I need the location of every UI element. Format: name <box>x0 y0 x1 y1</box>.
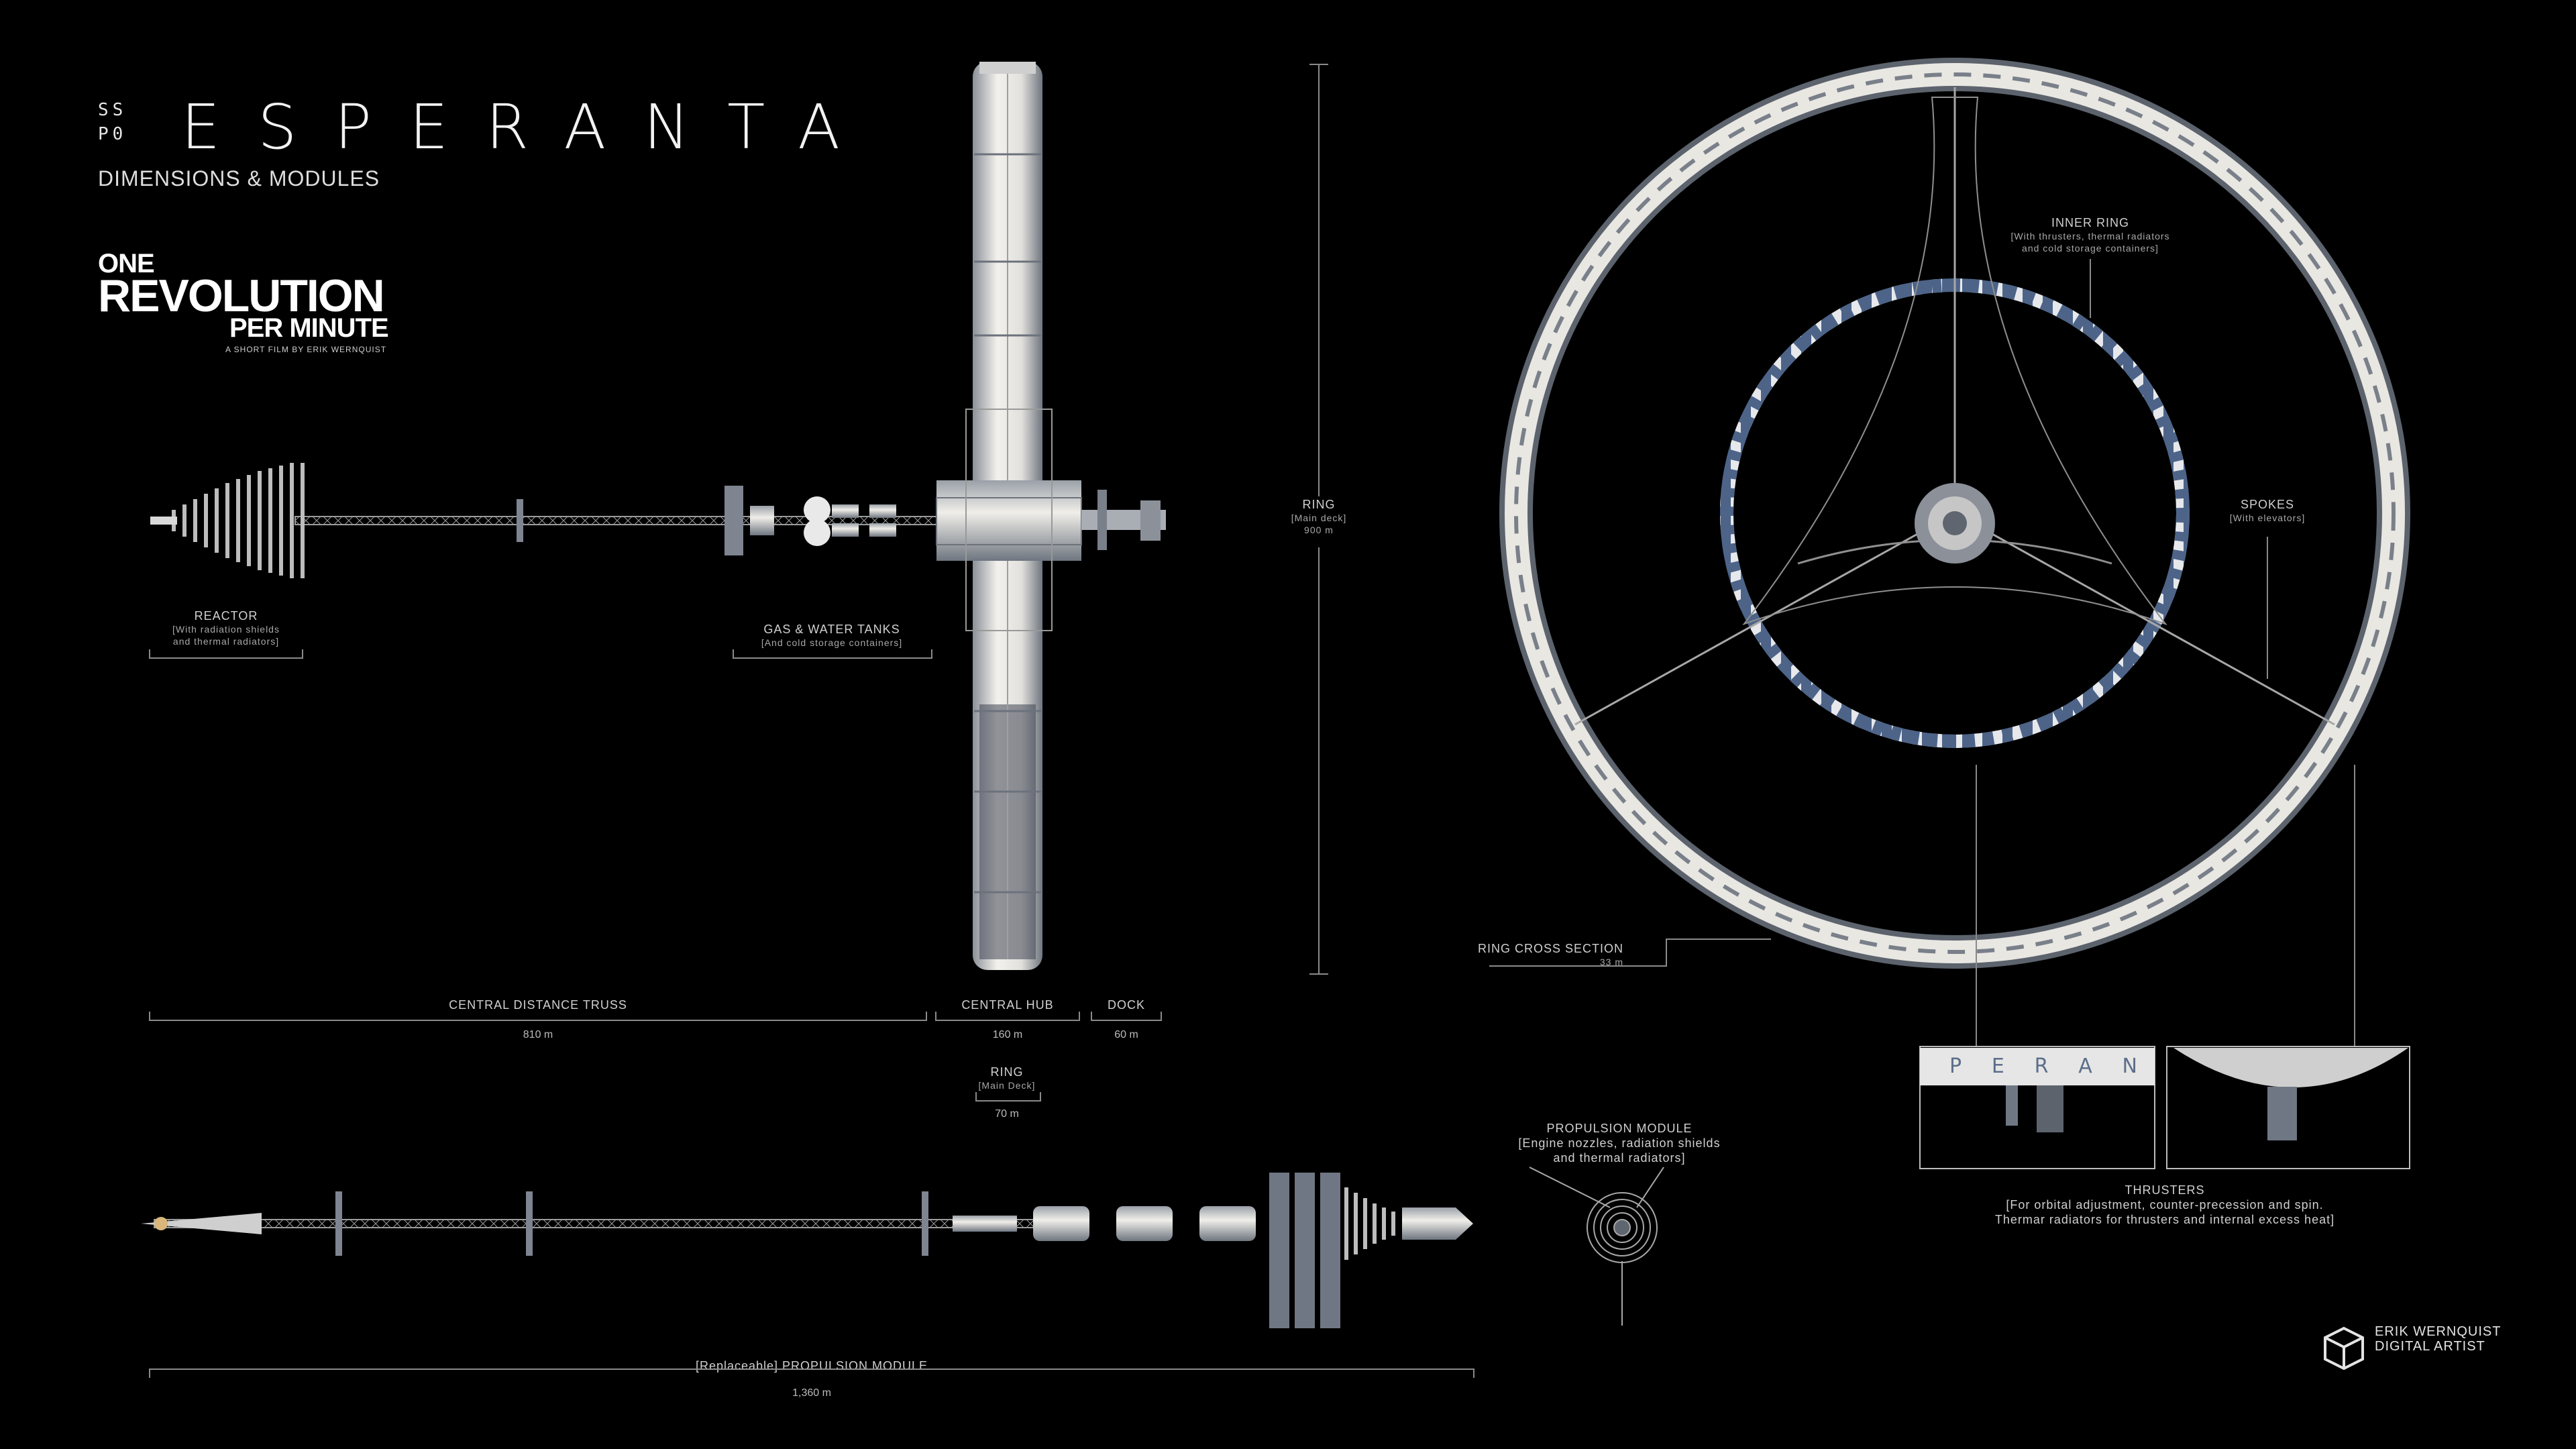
inner-ring-note-2: and cold storage containers] <box>2022 243 2159 254</box>
cross-section-label: RING CROSS SECTION 33 m <box>1449 942 1623 968</box>
film-logo-credit: A SHORT FILM BY ERIK WERNQUIST <box>225 345 387 354</box>
propulsion-side-view <box>141 1173 1473 1328</box>
ring-main-title: RING <box>1302 498 1336 511</box>
propulsion-bottom-value: 1,360 m <box>792 1387 831 1399</box>
brand-line1: ERIK WERNQUIST <box>2375 1324 2502 1339</box>
ring-deck-title: RING <box>990 1065 1024 1079</box>
ring-letter: A <box>2078 1055 2092 1078</box>
ring-main-label: RING [Main deck] 900 m <box>1279 498 1359 536</box>
ring-deck-bracket <box>975 1092 1041 1102</box>
gas-water-tanks <box>724 486 896 555</box>
spokes-note: [With elevators] <box>2229 513 2306 523</box>
dock <box>1081 490 1166 550</box>
propulsion-module-note-1: [Engine nozzles, radiation shields <box>1518 1136 1721 1150</box>
propulsion-bottom-bracket <box>149 1368 1474 1378</box>
propulsion-module-title: PROPULSION MODULE <box>1546 1122 1693 1135</box>
spokes-title: SPOKES <box>2240 498 2295 511</box>
thruster-detail-left <box>1919 1046 2155 1169</box>
ring-main-note: [Main deck] <box>1291 513 1347 523</box>
ring-deck-label: RING [Main Deck] <box>970 1065 1044 1091</box>
central-distance-truss <box>294 516 967 525</box>
propulsion-module-note-2: and thermal radiators] <box>1553 1151 1686 1165</box>
ring-letter: N <box>2122 1055 2137 1078</box>
ring-top-view <box>1499 58 2410 969</box>
propulsion-module-label: PROPULSION MODULE [Engine nozzles, radia… <box>1499 1122 1740 1165</box>
propulsion-rear-view <box>1529 1167 1664 1326</box>
hub-label: CENTRAL HUB <box>961 998 1054 1012</box>
page-subtitle: DIMENSIONS & MODULES <box>98 166 380 191</box>
tanks-bracket <box>733 649 932 659</box>
thrusters-note-2: Thermar radiators for thrusters and inte… <box>1994 1213 2335 1226</box>
film-logo-line2: REVOLUTION <box>98 270 385 321</box>
thrusters-label: THRUSTERS [For orbital adjustment, count… <box>1920 1183 2410 1227</box>
station-code: SSP0 <box>98 100 127 144</box>
ring-main-value: 900 m <box>1304 525 1334 535</box>
brand-cube-icon <box>2324 1326 2364 1371</box>
reactor <box>150 463 305 578</box>
ring-height-dimension <box>1309 64 1328 975</box>
reactor-note-2: and thermal radiators] <box>172 636 280 647</box>
cross-section-title: RING CROSS SECTION <box>1477 942 1623 955</box>
hub-value: 160 m <box>992 1029 1023 1040</box>
truss-bracket <box>149 1012 927 1021</box>
truss-value: 810 m <box>523 1029 553 1040</box>
truss-label: CENTRAL DISTANCE TRUSS <box>449 998 627 1012</box>
inner-ring-label: INNER RING [With thrusters, thermal radi… <box>1990 216 2191 254</box>
truss-radiator-1 <box>517 499 523 542</box>
dock-bracket <box>1091 1012 1162 1021</box>
ring-letter: E <box>1991 1055 2004 1078</box>
inner-ring-title: INNER RING <box>2051 216 2129 229</box>
film-logo: ONE REVOLUTION PER MINUTE A SHORT FILM B… <box>98 249 393 354</box>
page-title: ESPERANTA <box>181 91 878 163</box>
reactor-title: REACTOR <box>194 609 258 623</box>
thrusters-title: THRUSTERS <box>2125 1183 2205 1197</box>
spokes-label: SPOKES [With elevators] <box>2214 498 2321 524</box>
ring-leader-lines <box>1489 259 2355 1046</box>
ring-letter: R <box>2034 1055 2049 1078</box>
reactor-note-1: [With radiation shields <box>172 624 280 635</box>
tanks-label: GAS & WATER TANKS [And cold storage cont… <box>731 623 932 649</box>
hub-bracket <box>935 1012 1080 1021</box>
inner-ring-note-1: [With thrusters, thermal radiators <box>2010 231 2170 241</box>
dock-value: 60 m <box>1114 1029 1138 1040</box>
ring-lettering: P E R A N <box>1949 1055 2137 1078</box>
dock-label: DOCK <box>1107 998 1145 1012</box>
ring-deck-note: [Main Deck] <box>978 1080 1036 1091</box>
ring-deck-value: 70 m <box>995 1108 1019 1120</box>
central-hub-top <box>1915 483 1995 564</box>
artist-brand: ERIK WERNQUIST DIGITAL ARTIST <box>2324 1324 2501 1354</box>
tanks-note: [And cold storage containers] <box>761 637 903 648</box>
reactor-label: REACTOR [With radiation shields and ther… <box>149 609 303 647</box>
brand-line2: DIGITAL ARTIST <box>2375 1339 2485 1354</box>
thrusters-note-1: [For orbital adjustment, counter-precess… <box>2006 1198 2324 1212</box>
ring-letter: P <box>1949 1055 1962 1078</box>
cross-section-value: 33 m <box>1599 957 1623 967</box>
film-logo-line3: PER MINUTE <box>229 313 389 343</box>
film-logo-line1: ONE <box>98 249 155 278</box>
central-hub <box>936 409 1082 631</box>
thruster-detail-right <box>2166 1046 2410 1169</box>
reactor-bracket <box>149 649 303 659</box>
tanks-title: GAS & WATER TANKS <box>763 623 900 636</box>
